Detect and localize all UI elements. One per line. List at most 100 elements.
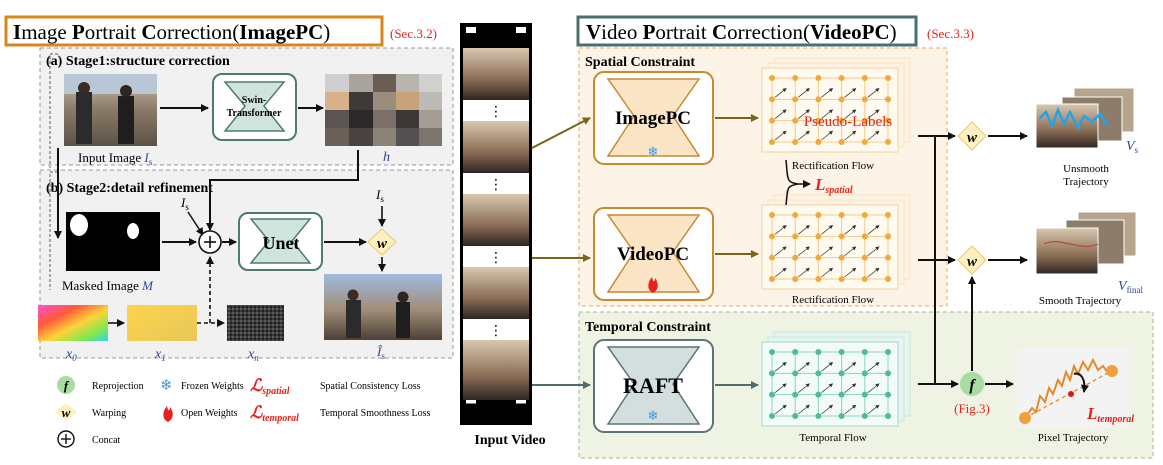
temporal-flow-label: Temporal Flow: [799, 432, 866, 444]
input-video-label: Input Video: [474, 433, 545, 448]
video-frame-1: [463, 48, 529, 100]
pixel-trajectory-plot: [1017, 348, 1129, 428]
warp-node-bottom: w: [957, 245, 987, 275]
frame-dots-2: ⋮: [489, 176, 503, 192]
stage1-title: (a) Stage1:structure correction: [46, 54, 230, 69]
swin-label-2: Transformer: [227, 108, 282, 119]
legend-f-desc: Reprojection: [92, 381, 144, 392]
frame-dots-3: ⋮: [489, 249, 503, 265]
reprojection-node: f: [960, 372, 984, 396]
videopc-title-box: [576, 15, 918, 47]
swin-transformer-block: Swin- Transformer: [212, 73, 297, 141]
video-frame-4: [463, 267, 529, 319]
raft-block-label: RAFT: [623, 373, 683, 398]
output-image: [324, 274, 442, 340]
imagepc-block-label: ImagePC: [615, 108, 691, 129]
line-rectflow-down: [934, 135, 955, 384]
rectification-flow-grid-2: [761, 194, 911, 290]
l-spatial-label: Lspatial: [814, 175, 853, 196]
frame-dots-4: ⋮: [489, 322, 503, 338]
unsmooth-label-2: Trajectory: [1063, 176, 1109, 188]
videopc-block-label: VideoPC: [617, 244, 689, 265]
xn-label: xn: [247, 347, 259, 363]
fig3-ref: (Fig.3): [954, 401, 990, 416]
legend-w-icon: [55, 403, 77, 421]
svg-text:w: w: [967, 254, 978, 270]
legend-snowflake-icon: ❄: [160, 377, 173, 394]
concat-node: [198, 230, 222, 254]
smooth-label: Smooth Trajectory: [1039, 295, 1122, 307]
imagepc-snowflake-icon: ❄: [648, 144, 659, 159]
masked-image: [66, 212, 160, 271]
masked-image-label: Masked Image M: [62, 278, 154, 293]
video-frame-3: [463, 194, 529, 246]
unsmooth-label-1: Unsmooth: [1063, 163, 1109, 175]
bracket-stage2: [49, 171, 58, 290]
unsmooth-output-frames: [1035, 87, 1135, 149]
input-video-filmstrip: ⋮ ⋮ ⋮ ⋮: [460, 23, 532, 425]
spatial-title: Spatial Constraint: [585, 55, 695, 70]
imagepc-section-ref: (Sec.3.2): [390, 26, 437, 41]
videopc-title: Video Portrait Correction(VideoPC): [586, 20, 897, 44]
input-image-label: Input Image Is: [78, 150, 153, 167]
legend-l-temporal-icon: ℒtemporal: [250, 403, 299, 424]
legend-temporal-desc: Temporal Smoothness Loss: [320, 408, 431, 419]
x1-map: [127, 305, 197, 341]
rectification-flow-grid-1: [761, 57, 911, 153]
legend-w-desc: Warping: [92, 408, 126, 419]
videopc-flame-icon: [648, 277, 658, 293]
x0-map: [38, 305, 108, 341]
svg-text:w: w: [967, 130, 978, 146]
x0-label: x0: [65, 347, 77, 363]
pixel-trajectory-label: Pixel Trajectory: [1038, 432, 1109, 444]
video-frame-5: [463, 340, 529, 400]
pixelated-h-map: [325, 74, 442, 146]
svg-text:f: f: [64, 378, 70, 393]
is-hat-label: Îs: [376, 344, 385, 361]
svg-text:f: f: [969, 377, 976, 394]
arrow-is-to-concat: [187, 211, 204, 236]
legend-l-spatial-icon: ℒspatial: [250, 376, 290, 397]
rect-flow-label-2: Rectification Flow: [792, 294, 874, 306]
temporal-title: Temporal Constraint: [585, 320, 711, 335]
legend-open-desc: Open Weights: [181, 408, 238, 419]
svg-text:w: w: [377, 236, 388, 252]
unet-label: Unet: [263, 233, 300, 253]
swin-label-1: Swin-: [242, 95, 266, 106]
h-label: h: [383, 150, 390, 165]
arrow-video-to-imagepc: [531, 117, 591, 149]
raft-snowflake-icon: ❄: [648, 408, 659, 423]
temporal-flow-grid: [761, 331, 911, 427]
warp-node-imagepc: w: [367, 228, 397, 256]
warp-node-top: w: [957, 121, 987, 151]
legend-f-icon: [57, 376, 75, 394]
stage2-title: (b) Stage2:detail refinement: [46, 181, 213, 196]
bracket-stage1: [49, 53, 58, 168]
legend-flame-icon: [163, 406, 173, 422]
input-image: [64, 74, 157, 146]
x1-label: x1: [154, 347, 166, 363]
svg-text:w: w: [62, 405, 71, 420]
rect-flow-label-1: Rectification Flow: [792, 160, 874, 172]
videopc-section-ref: (Sec.3.3): [927, 26, 974, 41]
vs-label: Vs: [1126, 139, 1139, 155]
arrow-h-to-concat: [206, 150, 359, 231]
imagepc-title: Image Portrait Correction(ImagePC): [13, 20, 330, 44]
raft-block: RAFT ❄: [593, 339, 714, 433]
is-label-concat: Is: [180, 195, 189, 212]
legend-spatial-desc: Spatial Consistency Loss: [320, 381, 421, 392]
xn-map: [227, 305, 284, 341]
legend-frozen-desc: Frozen Weights: [181, 381, 244, 392]
l-temporal-label: Ltemporal: [1086, 404, 1134, 425]
unet-block: Unet: [238, 212, 323, 271]
frame-dots-1: ⋮: [489, 103, 503, 119]
legend-concat-desc: Concat: [92, 435, 121, 446]
is-label-w: Is: [375, 187, 384, 204]
imagepc-block: ImagePC ❄: [593, 71, 714, 165]
pseudo-labels-text: Pseudo-Labels: [804, 114, 892, 130]
legend: f Reprojection w Warping Concat ❄ Frozen…: [55, 376, 431, 448]
videopc-block: VideoPC: [593, 207, 714, 301]
smooth-output-frames: [1035, 211, 1137, 275]
imagepc-title-box: [4, 15, 384, 47]
